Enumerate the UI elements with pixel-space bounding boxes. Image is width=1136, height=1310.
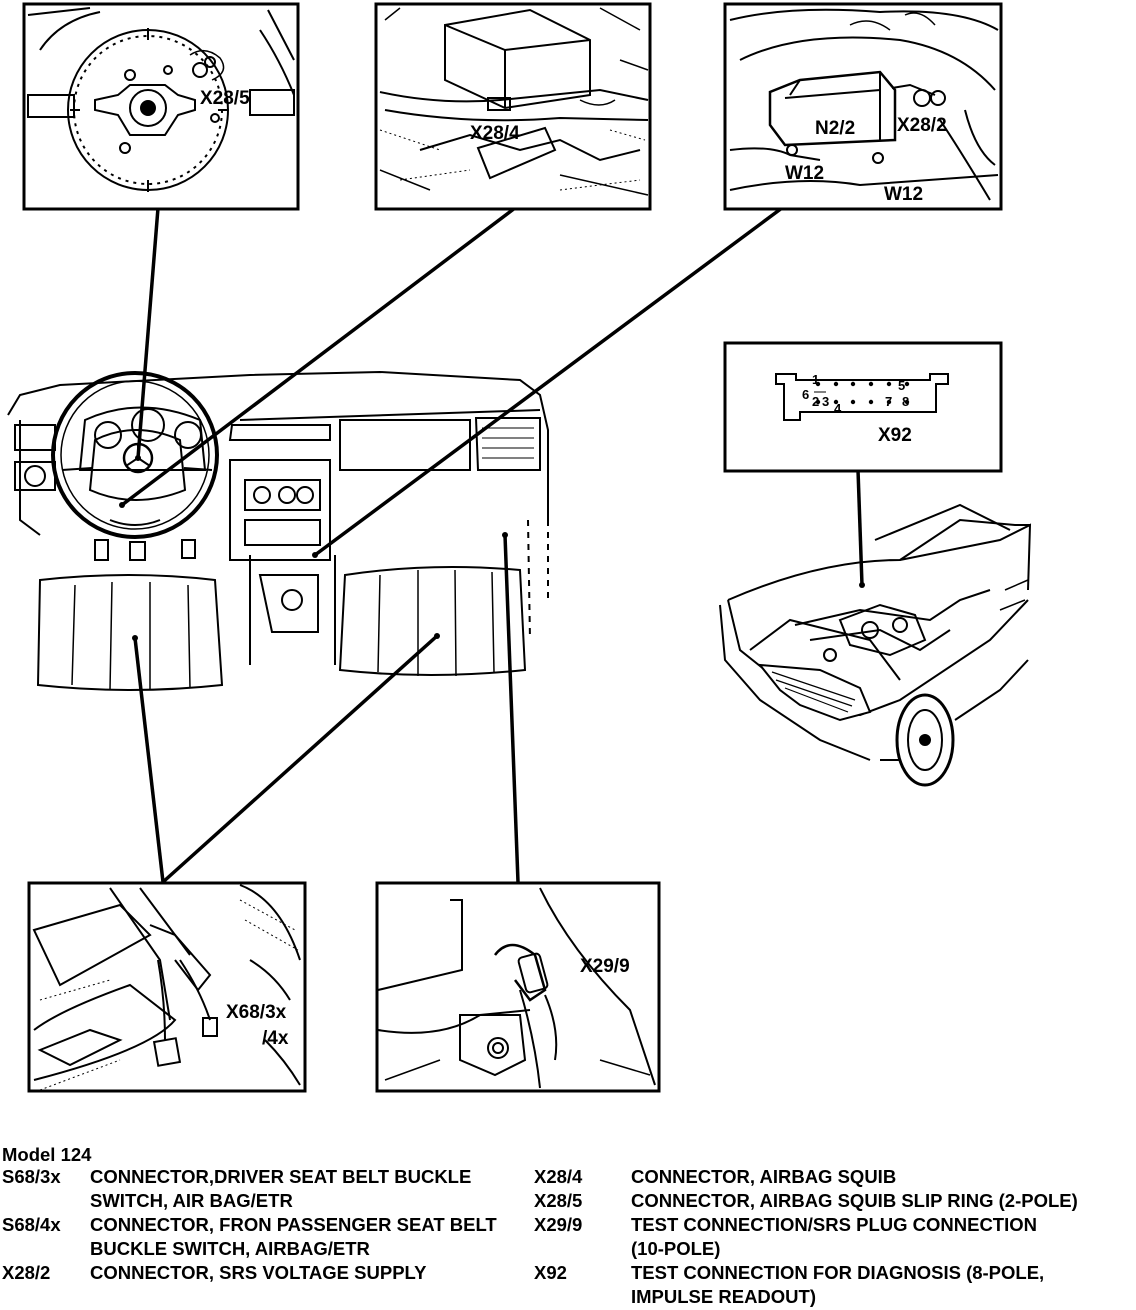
leader-lines	[120, 206, 864, 884]
label-w12-left: W12	[785, 163, 824, 184]
label-x28-4: X28/4	[470, 123, 520, 144]
legend-description: CONNECTOR, AIRBAG SQUIB	[631, 1166, 897, 1187]
label-x68-3x: X68/3x	[226, 1002, 287, 1023]
inset-srs-plug-connection	[375, 881, 661, 1093]
legend-entry-s68-3x: S68/3x CONNECTOR,DRIVER SEAT BELT BUCKLE…	[2, 1165, 532, 1213]
dashboard-interior	[7, 370, 549, 691]
legend-entry-x28-2: X28/2 CONNECTOR, SRS VOLTAGE SUPPLY	[2, 1261, 532, 1285]
legend-description: CONNECTOR, SRS VOLTAGE SUPPLY	[90, 1262, 427, 1283]
legend-description: (10-POLE)	[631, 1238, 721, 1259]
legend-code: S68/3x	[2, 1166, 61, 1187]
legend-code: X28/2	[2, 1262, 51, 1283]
legend-code: X28/4	[534, 1166, 583, 1187]
inset-voltage-supply	[723, 2, 1003, 211]
legend-code: X28/5	[534, 1190, 583, 1211]
legend-left-column: S68/3x CONNECTOR,DRIVER SEAT BELT BUCKLE…	[2, 1165, 532, 1285]
inset-diagnosis-socket	[723, 341, 1003, 473]
inset-slip-ring	[22, 2, 300, 211]
x92-pin-6: 6	[802, 387, 809, 402]
legend-code: X29/9	[534, 1214, 583, 1235]
legend-code: X92	[534, 1262, 567, 1283]
legend-entry-x92: X92 TEST CONNECTION FOR DIAGNOSIS (8-POL…	[534, 1261, 1132, 1309]
component-legend: Model 124 S68/3x CONNECTOR,DRIVER SEAT B…	[2, 1143, 1132, 1307]
legend-entry-x29-9: X29/9 TEST CONNECTION/SRS PLUG CONNECTIO…	[534, 1213, 1132, 1261]
legend-code: S68/4x	[2, 1214, 61, 1235]
legend-description: BUCKLE SWITCH, AIRBAG/ETR	[90, 1238, 370, 1259]
legend-description: TEST CONNECTION/SRS PLUG CONNECTION	[631, 1214, 1037, 1235]
label-x28-2: X28/2	[897, 115, 947, 136]
legend-description: TEST CONNECTION FOR DIAGNOSIS (8-POLE,	[631, 1262, 1045, 1283]
legend-description: SWITCH, AIR BAG/ETR	[90, 1190, 293, 1211]
legend-entry-x28-5: X28/5 CONNECTOR, AIRBAG SQUIB SLIP RING …	[534, 1189, 1132, 1213]
legend-title: Model 124	[2, 1144, 92, 1165]
label-x28-5: X28/5	[200, 88, 250, 109]
legend-entry-s68-4x: S68/4x CONNECTOR, FRON PASSENGER SEAT BE…	[2, 1213, 532, 1261]
legend-description: CONNECTOR, AIRBAG SQUIB SLIP RING (2-POL…	[631, 1190, 1078, 1211]
legend-right-column: X28/4 CONNECTOR, AIRBAG SQUIB X28/5 CONN…	[534, 1165, 1132, 1309]
legend-description: IMPULSE READOUT)	[631, 1286, 816, 1307]
car-front-open-hood	[719, 503, 1032, 787]
x92-pin-4: 4	[834, 401, 842, 416]
legend-description: CONNECTOR, FRON PASSENGER SEAT BELT	[90, 1214, 497, 1235]
inset-seat-belt-connectors	[27, 881, 307, 1093]
x92-pin-1: 1	[812, 372, 819, 387]
label-x92: X92	[878, 425, 912, 446]
label-w12-right: W12	[884, 184, 923, 205]
legend-entry-x28-4: X28/4 CONNECTOR, AIRBAG SQUIB	[534, 1165, 1132, 1189]
label-n2-2: N2/2	[815, 118, 855, 139]
legend-description: CONNECTOR,DRIVER SEAT BELT BUCKLE	[90, 1166, 472, 1187]
label-x68-4x: /4x	[262, 1028, 289, 1049]
inset-airbag-squib	[374, 2, 652, 211]
x92-pin-5: 5	[898, 378, 905, 393]
srs-component-location-diagram: X28/5 X28/4 N2/2 X28/2 W12 W12 X92 X68/3…	[7, 2, 1032, 1093]
x92-pin-8: 8	[902, 394, 909, 409]
x92-pin-3: 3	[822, 394, 829, 409]
label-x29-9: X29/9	[580, 956, 630, 977]
x92-pin-2: 2	[812, 394, 819, 409]
x92-pin-7: 7	[885, 394, 892, 409]
